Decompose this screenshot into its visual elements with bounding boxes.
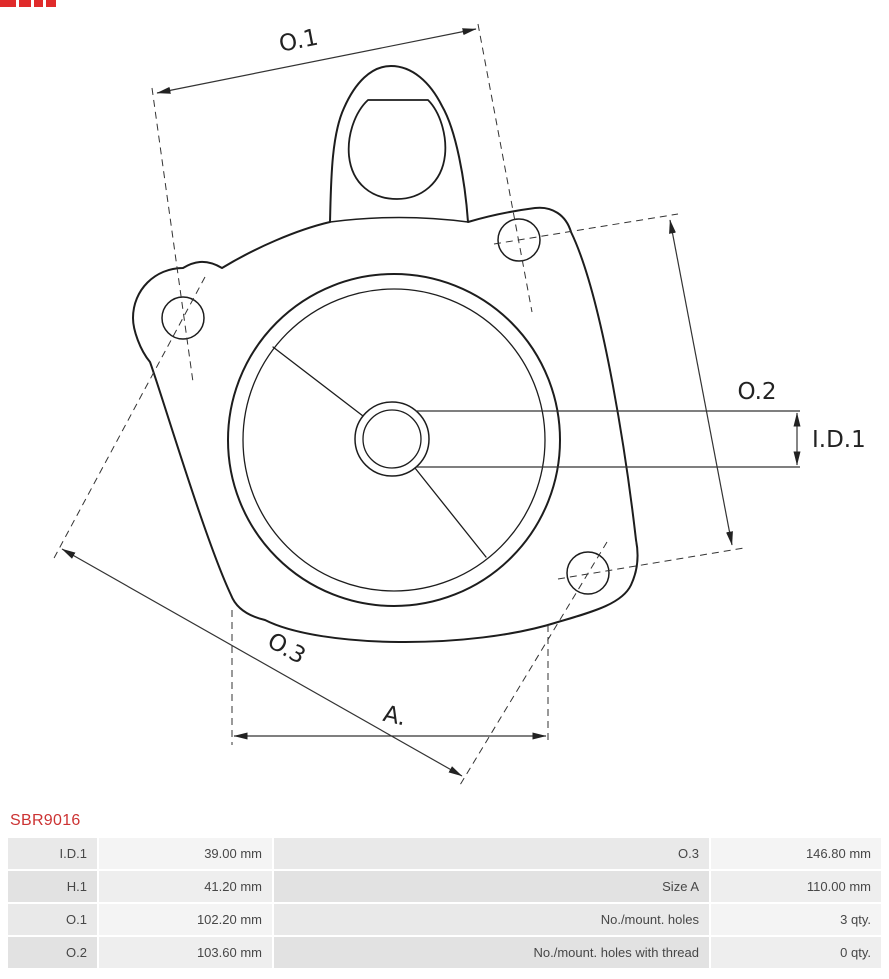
mounting-hole-top-left [161,296,205,340]
part-number: SBR9016 [10,812,81,829]
mounting-hole-bottom-right [566,551,610,595]
table-row: I.D.1 39.00 mm O.3 146.80 mm [8,838,881,869]
spec-value: 110.00 mm [711,871,881,902]
ext-line-o3-top [52,276,206,561]
spec-key: O.2 [8,937,97,968]
dim-line-o3 [61,548,463,777]
dim-label-id1: I.D.1 [812,427,866,453]
boss-outer-circle [227,273,561,607]
dim-label-a: A. [381,701,409,731]
dim-label-o1: O.1 [277,25,320,58]
ext-line-o3-bottom [459,541,608,786]
dim-label-o2: O.2 [737,379,776,405]
spec-key: H.1 [8,871,97,902]
as-pl-logo-fragment-icon [0,0,58,7]
spec-key: No./mount. holes [274,904,709,935]
ext-line-o2-bottom [557,547,745,580]
sector-line-lower [414,467,487,558]
dim-label-o3: O.3 [263,628,310,670]
flange-outline [132,65,639,643]
spec-value: 146.80 mm [711,838,881,869]
spec-value: 3 qty. [711,904,881,935]
hub-outer-circle [354,401,430,477]
spec-key: O.3 [274,838,709,869]
spec-value: 41.20 mm [99,871,272,902]
sector-line-upper [272,346,364,417]
table-row: H.1 41.20 mm Size A 110.00 mm [8,871,881,902]
spec-key: Size A [274,871,709,902]
table-row: O.1 102.20 mm No./mount. holes 3 qty. [8,904,881,935]
mounting-hole-top-right [497,218,541,262]
hub-bore-circle [362,409,422,469]
ext-line-o1-left [151,87,194,383]
spec-value: 102.20 mm [99,904,272,935]
spec-key: No./mount. holes with thread [274,937,709,968]
spec-key: I.D.1 [8,838,97,869]
spec-key: O.1 [8,904,97,935]
eye-inner-opening [347,99,447,200]
technical-drawing: O.1 O.2 I.D.1 O.3 A. [52,23,866,786]
spec-value: 0 qty. [711,937,881,968]
boss-inner-circle [242,288,546,592]
spec-value: 39.00 mm [99,838,272,869]
dim-line-o2 [669,219,733,546]
spec-table: I.D.1 39.00 mm O.3 146.80 mm H.1 41.20 m… [8,838,881,968]
ext-line-o1-right [477,23,533,313]
eye-base-edge [329,216,469,223]
spec-value: 103.60 mm [99,937,272,968]
table-row: O.2 103.60 mm No./mount. holes with thre… [8,937,881,968]
dim-line-o1 [156,28,477,94]
